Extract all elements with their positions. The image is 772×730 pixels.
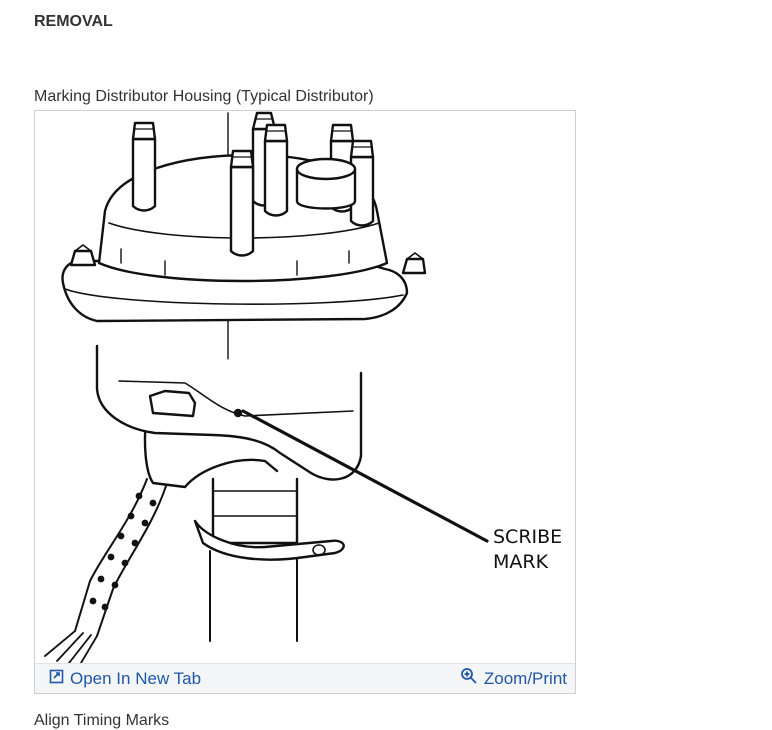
open-new-tab-icon	[49, 669, 64, 689]
figure-caption: Marking Distributor Housing (Typical Dis…	[34, 88, 374, 105]
distributor-illustration[interactable]: SCRIBE MARK	[35, 111, 575, 663]
open-in-new-tab-label: Open In New Tab	[70, 668, 202, 688]
next-section-heading: Align Timing Marks	[34, 712, 170, 729]
zoom-print-button[interactable]: Zoom/Print	[460, 664, 575, 693]
callout-label-mark: MARK	[493, 551, 549, 573]
figure-toolbar: Open In New Tab Zoom/Print	[35, 663, 575, 693]
zoom-magnifier-icon	[460, 667, 478, 690]
open-in-new-tab-button[interactable]: Open In New Tab	[35, 664, 201, 693]
callout-label-scribe: SCRIBE	[493, 526, 562, 548]
section-heading: REMOVAL	[34, 13, 113, 30]
zoom-print-label: Zoom/Print	[483, 668, 567, 688]
figure-container: SCRIBE MARK Open In New Tab Zoom/Print	[34, 110, 576, 694]
